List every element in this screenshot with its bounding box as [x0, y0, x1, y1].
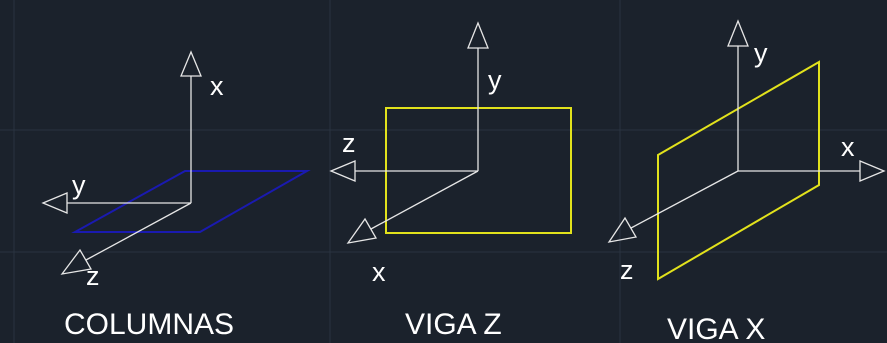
columnas-z-axis	[85, 202, 192, 261]
columnas-z-arrowhead	[60, 248, 93, 275]
viga-z-z-arrowhead	[329, 160, 356, 182]
viga-x-title: VIGA X	[667, 313, 765, 343]
viga-z-x-axis	[370, 170, 479, 230]
viga-z-x-arrowhead	[346, 217, 378, 244]
columnas-x-label: x	[210, 71, 224, 101]
columnas-z-label: z	[86, 261, 100, 291]
columnas-panel: x y z COLUMNAS	[41, 50, 311, 341]
columnas-x-arrowhead	[180, 50, 202, 77]
viga-x-z-axis	[630, 170, 739, 229]
viga-z-title: VIGA Z	[405, 308, 502, 341]
viga-x-z-label: z	[620, 255, 634, 285]
columnas-plane	[71, 170, 311, 233]
viga-z-panel: y z x VIGA Z	[329, 21, 572, 341]
viga-x-y-label: y	[754, 38, 768, 68]
viga-z-y-arrowhead	[467, 21, 489, 49]
viga-z-x-label: x	[372, 257, 386, 287]
columnas-y-arrowhead	[41, 192, 68, 214]
columnas-y-label: y	[72, 170, 86, 200]
viga-z-z-label: z	[342, 128, 356, 158]
viga-z-y-label: y	[488, 65, 502, 95]
viga-x-y-arrowhead	[727, 19, 749, 47]
viga-x-x-label: x	[841, 132, 855, 162]
viga-x-panel: y x z VIGA X	[607, 19, 886, 343]
viga-x-plane	[657, 60, 820, 281]
viga-x-z-arrowhead	[607, 216, 638, 243]
columnas-title: COLUMNAS	[64, 308, 234, 341]
viga-x-x-arrowhead	[859, 160, 886, 182]
